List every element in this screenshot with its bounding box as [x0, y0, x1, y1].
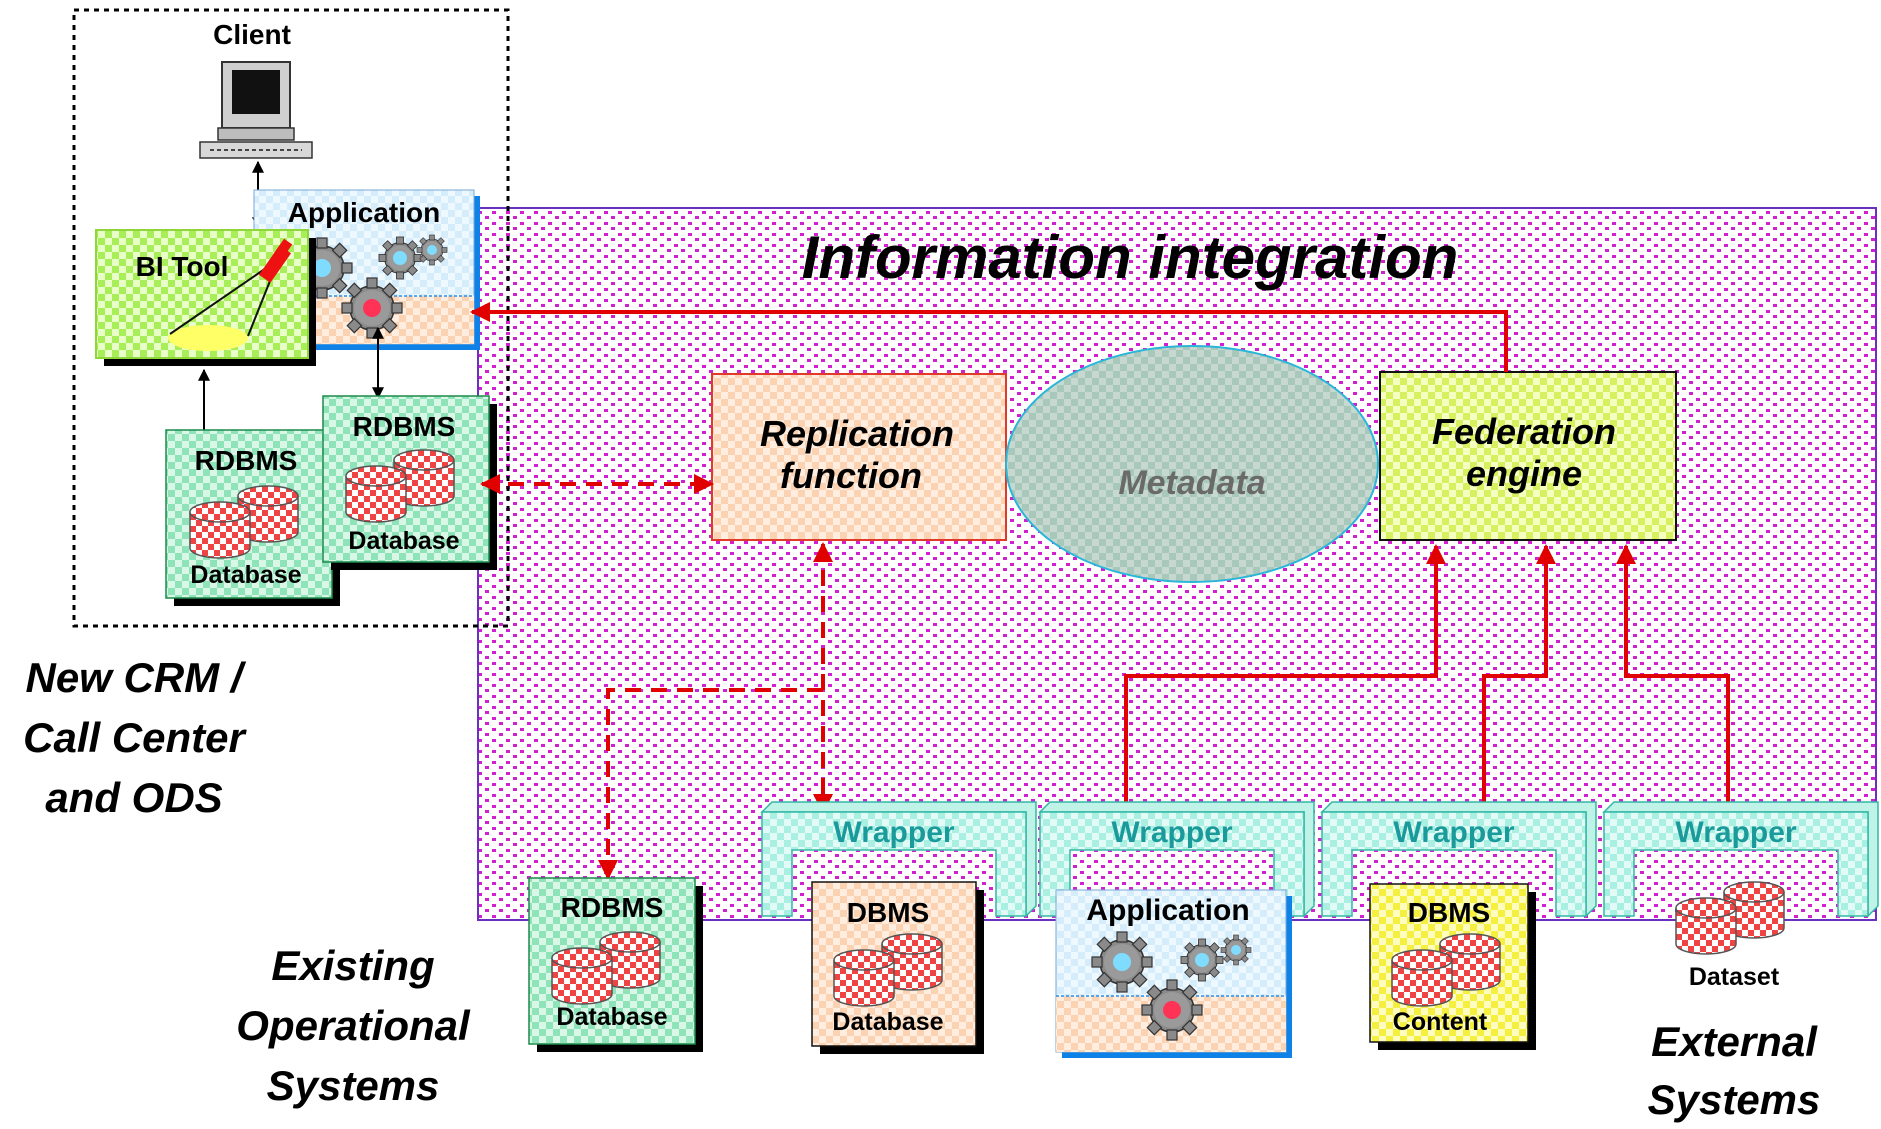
federation-line1: Federation: [1432, 411, 1616, 452]
crm-rdbms-left-caption: Database: [190, 561, 301, 589]
wrapper-3-label: Wrapper: [1393, 816, 1514, 849]
wrapper-1-label: Wrapper: [833, 816, 954, 849]
wrapper-3: Wrapper: [1320, 801, 1597, 918]
bottom-gears-icon: [1091, 931, 1252, 1041]
existing-group-label-line1: Existing: [271, 942, 434, 989]
dbms-content-caption: Content: [1393, 1008, 1488, 1036]
external-group-label-line2: Systems: [1648, 1076, 1821, 1123]
dbms-database-caption: Database: [832, 1008, 943, 1036]
wrapper-1: Wrapper: [760, 801, 1037, 918]
dbms-content-box: [1369, 883, 1536, 1050]
wrapper-2-label: Wrapper: [1111, 816, 1232, 849]
information-integration-title: Information integration: [802, 224, 1459, 291]
gears-icon: [291, 234, 448, 339]
dbms-database-title: DBMS: [847, 897, 929, 928]
crm-rdbms-left-title: RDBMS: [195, 445, 298, 476]
replication-existing-rdbms-dashed-flow: [598, 688, 823, 880]
wrapper4-to-federation-flow: [1616, 544, 1730, 812]
existing-group-label: Existing Operational Systems: [236, 942, 471, 1109]
dbms-database-box: [811, 881, 984, 1054]
bi-tool-label: BI Tool: [136, 251, 229, 282]
wrappers-layer: Wrapper Wrapper Wrapper Wrapper: [760, 801, 1879, 918]
wrapper-2: Wrapper: [1038, 801, 1315, 918]
federation-line2: engine: [1466, 453, 1582, 494]
existing-group-label-line2: Operational: [236, 1002, 471, 1049]
federation-engine-box: [1379, 371, 1677, 541]
wrapper2-to-federation-flow: [1124, 544, 1446, 812]
crm-group-boundary: [72, 8, 510, 628]
client-computer-icon: [199, 61, 313, 159]
flashlight-icon: [168, 238, 293, 351]
replication-line1: Replication: [760, 413, 954, 454]
existing-rdbms-caption: Database: [556, 1003, 667, 1031]
crm-group-label-line3: and ODS: [45, 774, 222, 821]
top-application-label: Application: [288, 197, 440, 228]
crm-rdbms-right-box: [322, 395, 497, 570]
crm-group-label: New CRM / Call Center and ODS: [23, 654, 247, 821]
crm-group-label-line2: Call Center: [23, 714, 247, 761]
crm-rdbms-left-box: [165, 429, 340, 606]
existing-rdbms-box: [528, 877, 703, 1052]
crm-group-label-line1: New CRM /: [25, 654, 246, 701]
dataset-caption: Dataset: [1689, 963, 1780, 991]
metadata-label: Metadata: [1118, 464, 1265, 502]
wrapper-4-label: Wrapper: [1675, 816, 1796, 849]
wrapper-4: Wrapper: [1602, 801, 1879, 918]
wrapper3-to-federation-flow: [1482, 544, 1556, 812]
external-group-label: External Systems: [1648, 1018, 1821, 1123]
replication-line2: function: [780, 455, 922, 496]
existing-rdbms-title: RDBMS: [561, 892, 664, 923]
crm-rdbms-right-caption: Database: [348, 527, 459, 555]
crm-rdbms-right-title: RDBMS: [353, 411, 456, 442]
client-label: Client: [213, 19, 291, 50]
federation-to-application-flow: [470, 302, 1508, 372]
external-group-label-line1: External: [1651, 1018, 1818, 1065]
metadata-ellipse: [1005, 345, 1379, 583]
existing-group-label-line3: Systems: [267, 1062, 440, 1109]
dbms-content-title: DBMS: [1408, 897, 1490, 928]
replication-function-box: [711, 373, 1007, 541]
bottom-application-label: Application: [1086, 894, 1249, 927]
